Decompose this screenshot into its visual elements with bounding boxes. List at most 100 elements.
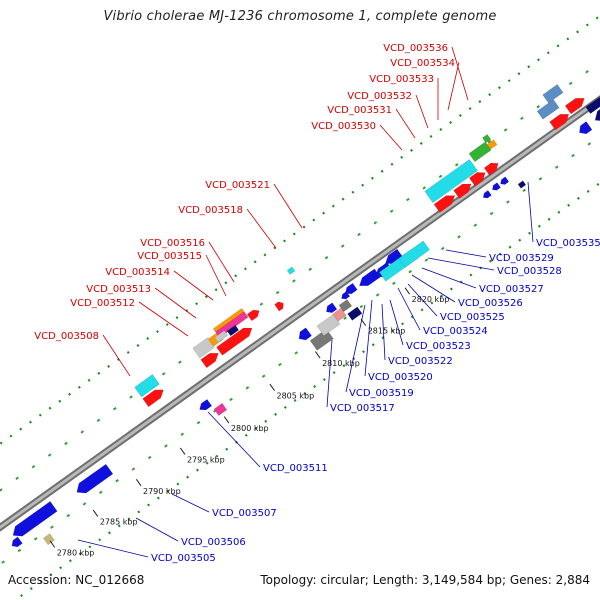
callout-line-reverse-0 [527,181,534,243]
callout-line-forward-5 [379,124,403,151]
callout-line-reverse-6 [397,287,421,331]
tick-label-3: 2795 kbp [187,455,225,464]
gene-feature-11 [226,324,240,337]
gene-feature-10 [214,330,229,343]
gene-label-forward-7: VCD_003518 [178,205,243,216]
backbone-line [0,97,600,530]
gene-feature-43 [358,268,381,287]
tick-mark-0 [49,540,56,548]
gene-label-forward-9: VCD_003515 [137,251,202,262]
gene-label-forward-4: VCD_003531 [327,105,392,116]
gene-label-reverse-10: VCD_003519 [349,388,414,399]
gene-label-forward-0: VCD_003536 [383,43,448,54]
gene-feature-35 [309,328,334,351]
callout-line-forward-12 [138,301,189,337]
gene-feature-39 [347,306,363,321]
gene-feature-26 [564,98,585,115]
gene-feature-51 [517,180,527,189]
tick-label-5: 2805 kbp [277,392,315,401]
gene-feature-2 [134,373,160,398]
gene-feature-22 [483,162,499,176]
tick-mark-1 [92,509,99,517]
gene-feature-32 [199,398,213,411]
gene-feature-40 [326,302,338,314]
gene-label-forward-3: VCD_003532 [347,91,412,102]
gene-label-reverse-13: VCD_003507 [212,508,277,519]
gene-feature-9 [212,307,245,333]
gene-feature-23 [536,99,560,120]
callout-line-forward-7 [246,208,277,249]
tick-mark-2 [135,478,142,487]
gene-feature-41 [341,291,351,300]
gene-label-reverse-11: VCD_003517 [330,403,395,414]
gene-feature-17 [481,133,492,144]
gene-feature-19 [433,195,456,213]
gene-label-forward-8: VCD_003516 [140,238,205,249]
gene-label-reverse-0: VCD_003535 [536,238,600,249]
callout-line-forward-11 [154,287,197,319]
callout-line-forward-9 [205,254,227,297]
gene-feature-24 [542,83,564,104]
callout-line-reverse-13 [171,493,210,513]
gene-feature-7 [216,327,253,356]
accession-label: Accession: NC_012668 [8,573,145,587]
callout-line-reverse-4 [411,274,456,303]
gene-label-reverse-2: VCD_003528 [497,266,562,277]
callout-line-reverse-15 [77,539,149,558]
gene-label-reverse-9: VCD_003520 [368,372,433,383]
gene-label-forward-2: VCD_003533 [369,74,434,85]
gene-feature-38 [338,299,353,313]
callout-line-reverse-7 [389,299,404,346]
callout-line-reverse-12 [207,411,261,468]
gene-feature-15 [424,158,479,204]
gene-label-reverse-14: VCD_003506 [181,537,246,548]
map-title: Vibrio cholerae MJ-1236 chromosome 1, co… [103,9,497,24]
gene-feature-13 [274,301,284,312]
gene-label-forward-10: VCD_003514 [105,267,170,278]
gene-feature-25 [549,114,570,131]
gene-feature-21 [468,172,486,187]
callout-line-reverse-11 [326,339,333,408]
gene-feature-48 [482,189,492,199]
gene-feature-34 [298,327,313,341]
gene-feature-28 [76,463,114,494]
gene-label-reverse-7: VCD_003523 [406,341,471,352]
tick-label-0: 2780 kbp [57,548,95,557]
callout-line-forward-1 [447,61,460,111]
gene-feature-20 [453,183,472,199]
gene-label-forward-1: VCD_003534 [390,58,455,69]
callout-line-forward-4 [395,108,416,139]
gene-label-reverse-5: VCD_003525 [440,312,505,323]
gene-label-reverse-3: VCD_003527 [479,284,544,295]
tick-mark-6 [315,351,321,359]
gene-feature-27 [12,500,58,537]
callout-line-forward-3 [415,94,429,129]
gene-feature-49 [492,182,502,191]
callout-line-reverse-8 [381,303,386,361]
callout-line-forward-13 [102,334,131,377]
gene-feature-47 [398,240,431,268]
callout-line-reverse-14 [135,517,179,542]
callout-line-reverse-9 [364,299,373,377]
gene-feature-33 [213,402,228,417]
gene-label-reverse-1: VCD_003529 [489,253,554,264]
gene-feature-53 [594,108,600,121]
gene-feature-50 [500,176,510,185]
gene-label-forward-13: VCD_003508 [34,331,99,342]
gene-label-forward-12: VCD_003512 [70,298,135,309]
gene-feature-6 [200,352,219,369]
callout-line-reverse-10 [345,304,366,393]
gene-feature-37 [332,307,347,322]
gene-feature-12 [246,309,260,322]
tick-mark-3 [179,447,186,455]
callout-line-forward-8 [208,241,235,283]
gene-feature-54 [585,96,600,115]
gene-feature-4 [192,337,215,359]
tick-label-6: 2810 kbp [322,359,360,368]
callout-line-forward-10 [173,270,214,301]
gene-feature-16 [468,141,492,163]
gene-feature-52 [579,121,593,135]
gene-feature-31 [42,533,55,546]
tick-mark-4 [223,416,230,424]
